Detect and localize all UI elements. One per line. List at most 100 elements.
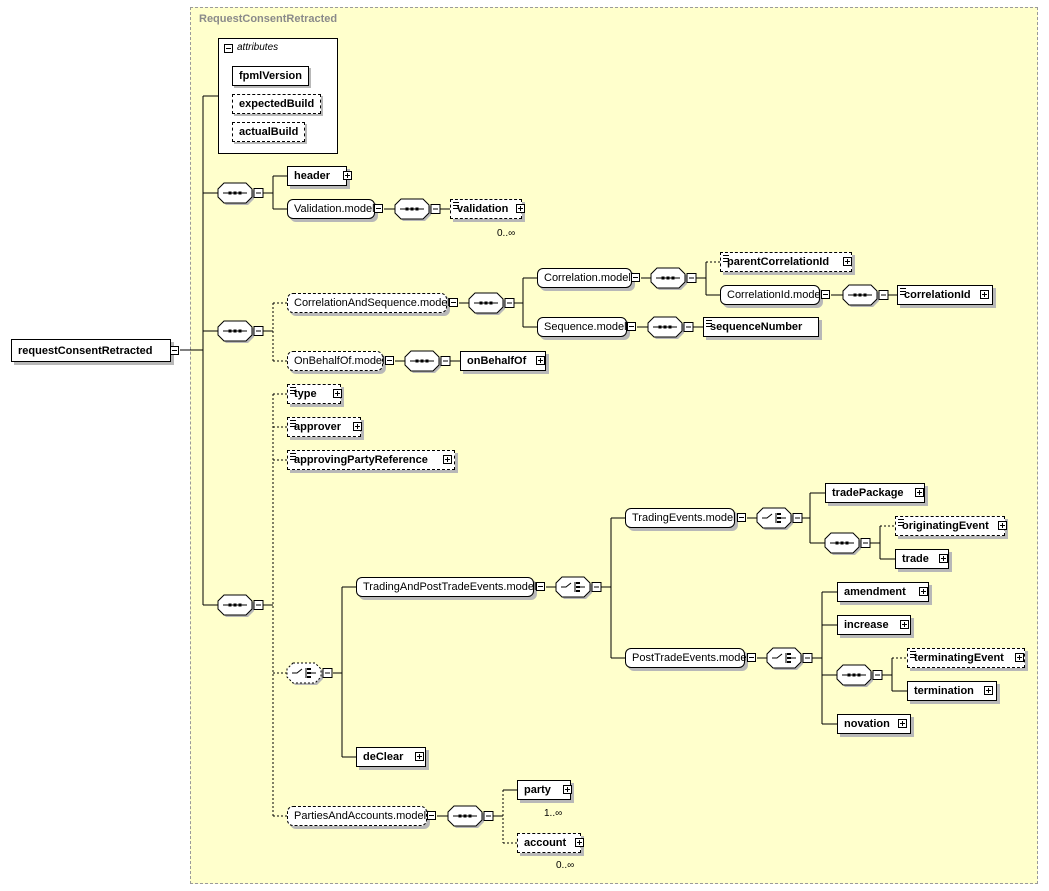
correlation-id-model-group[interactable]: CorrelationId.model (720, 285, 823, 305)
post-trade-events-model-group[interactable]: PostTradeEvents.model (625, 648, 749, 668)
approver-label: approver (294, 421, 342, 433)
account-expand-toggle[interactable] (575, 838, 584, 847)
validation-model-label: Validation.model (294, 203, 375, 215)
sequence-compositor-2[interactable] (217, 320, 264, 343)
correlation-id-model-toggle[interactable] (821, 290, 830, 299)
type-element[interactable]: type (287, 384, 341, 404)
header-element[interactable]: header (287, 166, 347, 186)
approver-expand-toggle[interactable] (353, 422, 362, 431)
increase-label: increase (844, 619, 889, 631)
root-element[interactable]: requestConsentRetracted (11, 339, 171, 362)
on-behalf-of-model-toggle[interactable] (385, 356, 394, 365)
sequence-compositor-3[interactable] (217, 594, 264, 617)
post-trade-events-model-toggle[interactable] (747, 653, 756, 662)
amendment-element[interactable]: amendment (837, 582, 929, 602)
sequence-number-element[interactable]: sequenceNumber (703, 317, 819, 337)
approving-party-reference-element[interactable]: approvingPartyReference (287, 450, 455, 470)
sequence-compositor-1[interactable] (217, 182, 264, 205)
correlation-model-group[interactable]: Correlation.model (537, 268, 632, 288)
on-behalf-of-model-group[interactable]: OnBehalfOf.model (287, 351, 385, 371)
validation-element[interactable]: validation (450, 199, 522, 219)
correlation-id-sequence-compositor[interactable] (842, 284, 889, 307)
trading-post-trade-choice-compositor[interactable] (555, 576, 602, 599)
trade-sequence-compositor[interactable] (824, 532, 871, 555)
correlation-sequence-compositor[interactable] (650, 267, 697, 290)
trading-and-post-trade-events-model-group[interactable]: TradingAndPostTradeEvents.model (356, 577, 537, 597)
type-expand-toggle[interactable] (333, 389, 342, 398)
originating-event-label: originatingEvent (902, 520, 989, 532)
correlation-id-expand-toggle[interactable] (980, 290, 989, 299)
termination-element[interactable]: termination (907, 681, 997, 701)
account-cardinality: 0..∞ (556, 860, 575, 871)
sequence-number-label: sequenceNumber (710, 321, 803, 333)
parties-sequence-compositor[interactable] (447, 805, 494, 828)
header-label: header (294, 170, 331, 182)
header-expand-toggle[interactable] (343, 171, 352, 180)
de-clear-expand-toggle[interactable] (415, 752, 424, 761)
increase-expand-toggle[interactable] (900, 620, 909, 629)
attribute-expected-build[interactable]: expectedBuild (232, 94, 322, 114)
parent-correlation-id-element[interactable]: parentCorrelationId (720, 252, 852, 272)
parties-and-accounts-model-group[interactable]: PartiesAndAccounts.model (287, 806, 427, 826)
sequence-sequence-compositor[interactable] (647, 316, 694, 339)
root-collapse-toggle[interactable] (170, 346, 179, 355)
attribute-fpml-version[interactable]: fpmlVersion (232, 66, 309, 86)
trade-expand-toggle[interactable] (939, 554, 948, 563)
correlation-and-sequence-compositor[interactable] (468, 292, 515, 315)
collapse-attributes-toggle[interactable] (224, 44, 233, 53)
termination-expand-toggle[interactable] (984, 686, 993, 695)
validation-model-group[interactable]: Validation.model (287, 199, 375, 219)
account-element[interactable]: account (517, 833, 581, 853)
correlation-model-toggle[interactable] (631, 273, 640, 282)
trading-events-choice-compositor[interactable] (756, 507, 803, 530)
novation-expand-toggle[interactable] (898, 719, 907, 728)
originating-event-expand-toggle[interactable] (998, 521, 1007, 530)
amendment-label: amendment (844, 586, 906, 598)
parties-and-accounts-model-toggle[interactable] (427, 811, 436, 820)
party-expand-toggle[interactable] (563, 785, 572, 794)
sequence-model-group[interactable]: Sequence.model (537, 317, 627, 337)
termination-sequence-compositor[interactable] (836, 664, 883, 687)
correlation-and-sequence-model-group[interactable]: CorrelationAndSequence.model (287, 293, 450, 313)
on-behalf-of-expand-toggle[interactable] (536, 356, 545, 365)
party-cardinality: 1..∞ (544, 808, 563, 819)
correlation-and-sequence-model-toggle[interactable] (449, 298, 458, 307)
on-behalf-of-sequence-compositor[interactable] (404, 350, 451, 373)
trade-package-element[interactable]: tradePackage (825, 483, 925, 503)
validation-label: validation (457, 203, 509, 215)
choice-compositor-events[interactable] (286, 662, 333, 685)
increase-element[interactable]: increase (837, 615, 911, 635)
validation-expand-toggle[interactable] (516, 204, 525, 213)
post-trade-events-choice-compositor[interactable] (766, 647, 813, 670)
validation-model-toggle[interactable] (374, 204, 383, 213)
on-behalf-of-element[interactable]: onBehalfOf (460, 351, 546, 371)
attribute-actual-build[interactable]: actualBuild (232, 122, 306, 142)
type-label: type (294, 388, 317, 400)
account-label: account (524, 837, 567, 849)
parent-correlation-id-expand-toggle[interactable] (843, 257, 852, 266)
on-behalf-of-model-label: OnBehalfOf.model (294, 355, 385, 367)
parent-correlation-id-label: parentCorrelationId (727, 256, 830, 268)
trading-and-post-trade-events-model-label: TradingAndPostTradeEvents.model (363, 581, 537, 593)
terminating-event-element[interactable]: terminatingEvent (907, 648, 1025, 668)
approving-party-reference-expand-toggle[interactable] (443, 455, 452, 464)
amendment-expand-toggle[interactable] (919, 587, 928, 596)
de-clear-element[interactable]: deClear (356, 747, 426, 767)
trading-events-model-group[interactable]: TradingEvents.model (625, 508, 736, 528)
trading-and-post-trade-events-model-toggle[interactable] (536, 582, 545, 591)
post-trade-events-model-label: PostTradeEvents.model (632, 652, 749, 664)
correlation-id-element[interactable]: correlationId (897, 285, 993, 305)
validation-cardinality: 0..∞ (497, 228, 516, 239)
correlation-model-label: Correlation.model (544, 272, 631, 284)
approver-element[interactable]: approver (287, 417, 361, 437)
novation-label: novation (844, 718, 890, 730)
sequence-model-toggle[interactable] (627, 322, 636, 331)
originating-event-element[interactable]: originatingEvent (895, 516, 1005, 536)
trade-package-expand-toggle[interactable] (915, 488, 924, 497)
validation-sequence-compositor[interactable] (394, 198, 441, 221)
de-clear-label: deClear (363, 751, 404, 763)
trade-element[interactable]: trade (895, 549, 949, 569)
terminating-event-expand-toggle[interactable] (1015, 653, 1024, 662)
novation-element[interactable]: novation (837, 714, 911, 734)
trading-events-model-toggle[interactable] (737, 513, 746, 522)
